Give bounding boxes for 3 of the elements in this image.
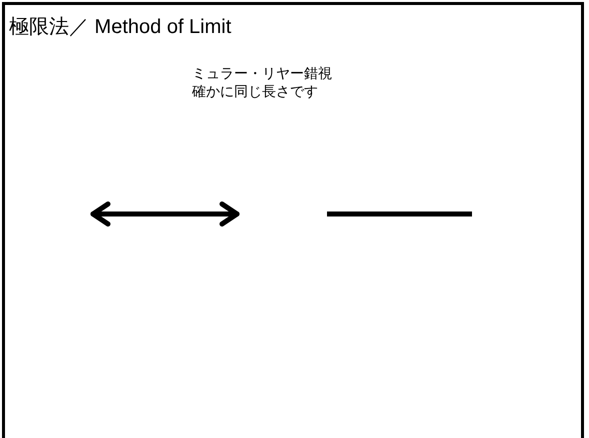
title: 極限法／ Method of Limit <box>9 15 232 40</box>
caption-text: ミュラー・リヤー錯視 <box>192 65 332 83</box>
caption-text: 確かに同じ長さです <box>192 83 318 101</box>
